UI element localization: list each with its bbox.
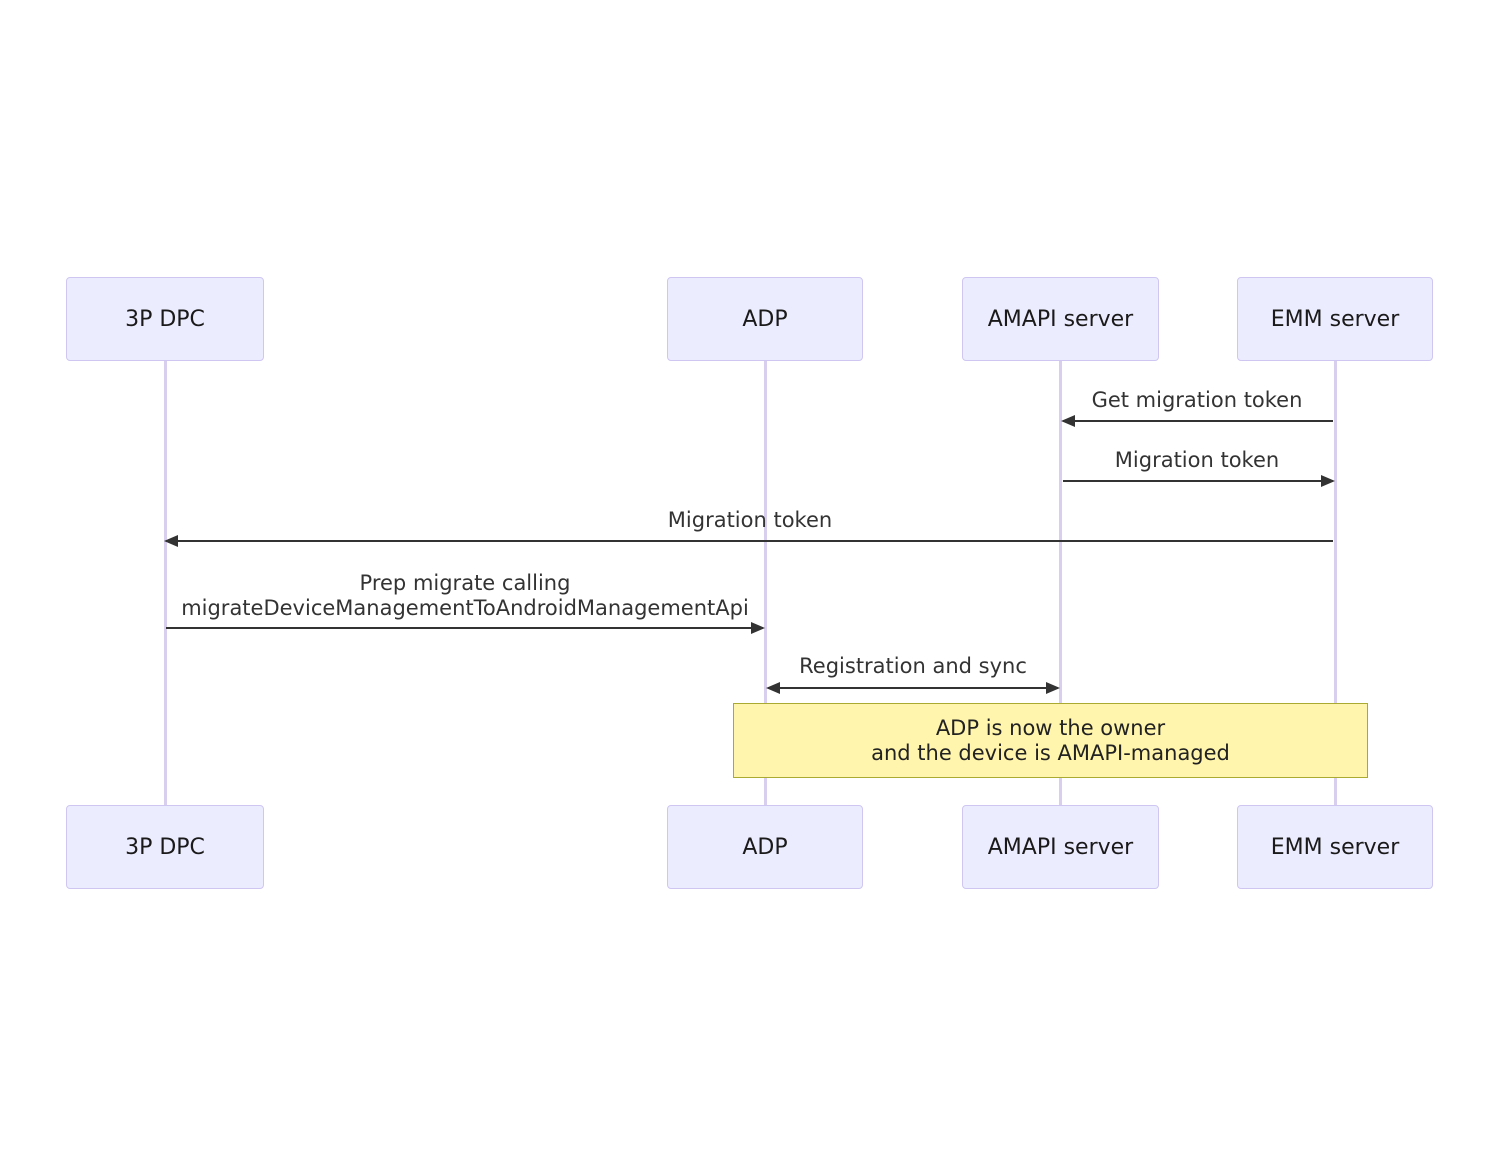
message-arrow-right	[166, 622, 765, 634]
note-line: ADP is now the owner	[935, 715, 1166, 740]
actor-label: 3P DPC	[125, 834, 205, 860]
arrowhead-right-icon	[1046, 682, 1060, 694]
actor-amapi-server-top: AMAPI server	[962, 277, 1159, 361]
arrowhead-right-icon	[1321, 475, 1335, 487]
actor-emm-server-bottom: EMM server	[1237, 805, 1433, 889]
message-arrow-right	[1063, 475, 1335, 487]
lifeline-3p-dpc	[163, 361, 167, 805]
message-label-registration-and-sync: Registration and sync	[799, 654, 1027, 678]
actor-amapi-server-bottom: AMAPI server	[962, 805, 1159, 889]
actor-label: ADP	[742, 834, 788, 860]
actor-emm-server-top: EMM server	[1237, 277, 1433, 361]
actor-label: EMM server	[1270, 306, 1400, 332]
actor-label: ADP	[742, 306, 788, 332]
actor-label: AMAPI server	[987, 306, 1134, 332]
lifeline-amapi-server	[1058, 361, 1062, 805]
arrowhead-left-icon	[766, 682, 780, 694]
actor-label: 3P DPC	[125, 306, 205, 332]
actor-3p-dpc-top: 3P DPC	[66, 277, 264, 361]
arrowhead-left-icon	[1061, 415, 1075, 427]
note-line: and the device is AMAPI-managed	[871, 740, 1230, 765]
arrowhead-left-icon	[164, 535, 178, 547]
message-arrow-both	[766, 682, 1060, 694]
message-label-line: Prep migrate calling	[359, 571, 571, 595]
actor-3p-dpc-bottom: 3P DPC	[66, 805, 264, 889]
message-label-get-migration-token: Get migration token	[1091, 388, 1303, 412]
message-arrow-left	[1061, 415, 1333, 427]
actor-label: EMM server	[1270, 834, 1400, 860]
message-label-migration-token-to-dpc: Migration token	[667, 508, 833, 532]
actor-label: AMAPI server	[987, 834, 1134, 860]
lifeline-adp	[763, 361, 767, 805]
message-label-prep-migrate: Prep migrate calling migrateDeviceManage…	[165, 571, 765, 621]
actor-adp-top: ADP	[667, 277, 863, 361]
lifeline-emm-server	[1333, 361, 1337, 805]
note-adp-owner: ADP is now the owner and the device is A…	[733, 703, 1368, 778]
arrowhead-right-icon	[751, 622, 765, 634]
actor-adp-bottom: ADP	[667, 805, 863, 889]
message-label-migration-token: Migration token	[1114, 448, 1280, 472]
message-arrow-left	[164, 535, 1333, 547]
message-label-line: migrateDeviceManagementToAndroidManageme…	[181, 596, 749, 620]
